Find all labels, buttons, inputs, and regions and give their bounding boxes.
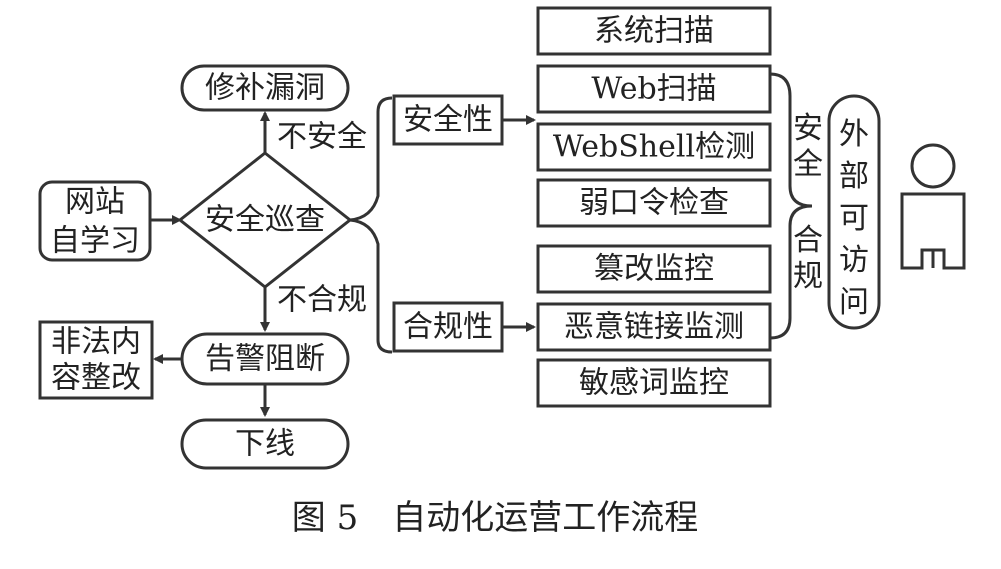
not-secure-label: 不安全 <box>277 120 367 155</box>
website-self-learning-node: 网站 自学习 <box>38 180 152 262</box>
person-icon <box>900 143 966 270</box>
check-label: 弱口令检查 <box>579 186 729 221</box>
security-side-char-1: 安 <box>793 111 823 146</box>
check-label: 系统扫描 <box>594 14 714 49</box>
illegal-content-label-2: 容整改 <box>51 361 141 396</box>
non-compliant-label: 不合规 <box>277 283 367 318</box>
check-label: WebShell检测 <box>553 130 755 165</box>
check-system-scan: 系统扫描 <box>536 6 772 56</box>
fix-vulnerability-node: 修补漏洞 <box>180 64 350 112</box>
external-access-node: 外 部 可 访 问 <box>827 94 881 330</box>
security-category-label: 安全性 <box>403 103 493 138</box>
check-web-scan: Web扫描 <box>536 64 772 114</box>
alarm-block-node: 告警阻断 <box>180 332 350 386</box>
external-access-char-2: 部 <box>839 159 869 194</box>
offline-node: 下线 <box>180 418 350 470</box>
brace-to-security <box>349 96 393 222</box>
alarm-block-label: 告警阻断 <box>205 342 325 377</box>
check-tamper-monitor: 篡改监控 <box>536 244 772 294</box>
check-label: 敏感词监控 <box>579 366 729 401</box>
brace-to-compliance <box>349 218 393 354</box>
check-label: 篡改监控 <box>594 252 714 287</box>
compliance-bracket <box>769 204 813 340</box>
illegal-content-rectify-node: 非法内 容整改 <box>38 320 154 400</box>
check-sensitive-word: 敏感词监控 <box>536 358 772 408</box>
figure-caption: 图 5 自动化运营工作流程 <box>292 498 698 538</box>
website-label: 网站 <box>65 185 125 220</box>
offline-label: 下线 <box>235 427 295 462</box>
self-learning-label: 自学习 <box>50 224 140 259</box>
external-access-char-4: 访 <box>839 243 869 278</box>
compliance-side-char-1: 合 <box>793 223 823 258</box>
check-weak-password: 弱口令检查 <box>536 178 772 228</box>
check-label: 恶意链接监测 <box>564 310 744 345</box>
fix-vulnerability-label: 修补漏洞 <box>205 71 325 106</box>
external-access-char-1: 外 <box>839 117 869 152</box>
security-category-node: 安全性 <box>392 94 504 146</box>
external-access-char-5: 问 <box>839 285 869 320</box>
security-inspection-label: 安全巡查 <box>205 203 325 238</box>
check-label: Web扫描 <box>591 72 716 107</box>
security-inspection-decision: 安全巡查 <box>177 151 353 289</box>
compliance-side-char-2: 规 <box>793 259 823 294</box>
compliance-category-label: 合规性 <box>403 310 493 345</box>
security-bracket <box>769 72 813 208</box>
check-malicious-link: 恶意链接监测 <box>536 302 772 352</box>
security-side-char-2: 全 <box>793 147 823 182</box>
compliance-category-node: 合规性 <box>392 301 504 353</box>
external-access-char-3: 可 <box>839 201 869 236</box>
illegal-content-label-1: 非法内 <box>51 325 141 360</box>
check-webshell-detect: WebShell检测 <box>536 122 772 172</box>
